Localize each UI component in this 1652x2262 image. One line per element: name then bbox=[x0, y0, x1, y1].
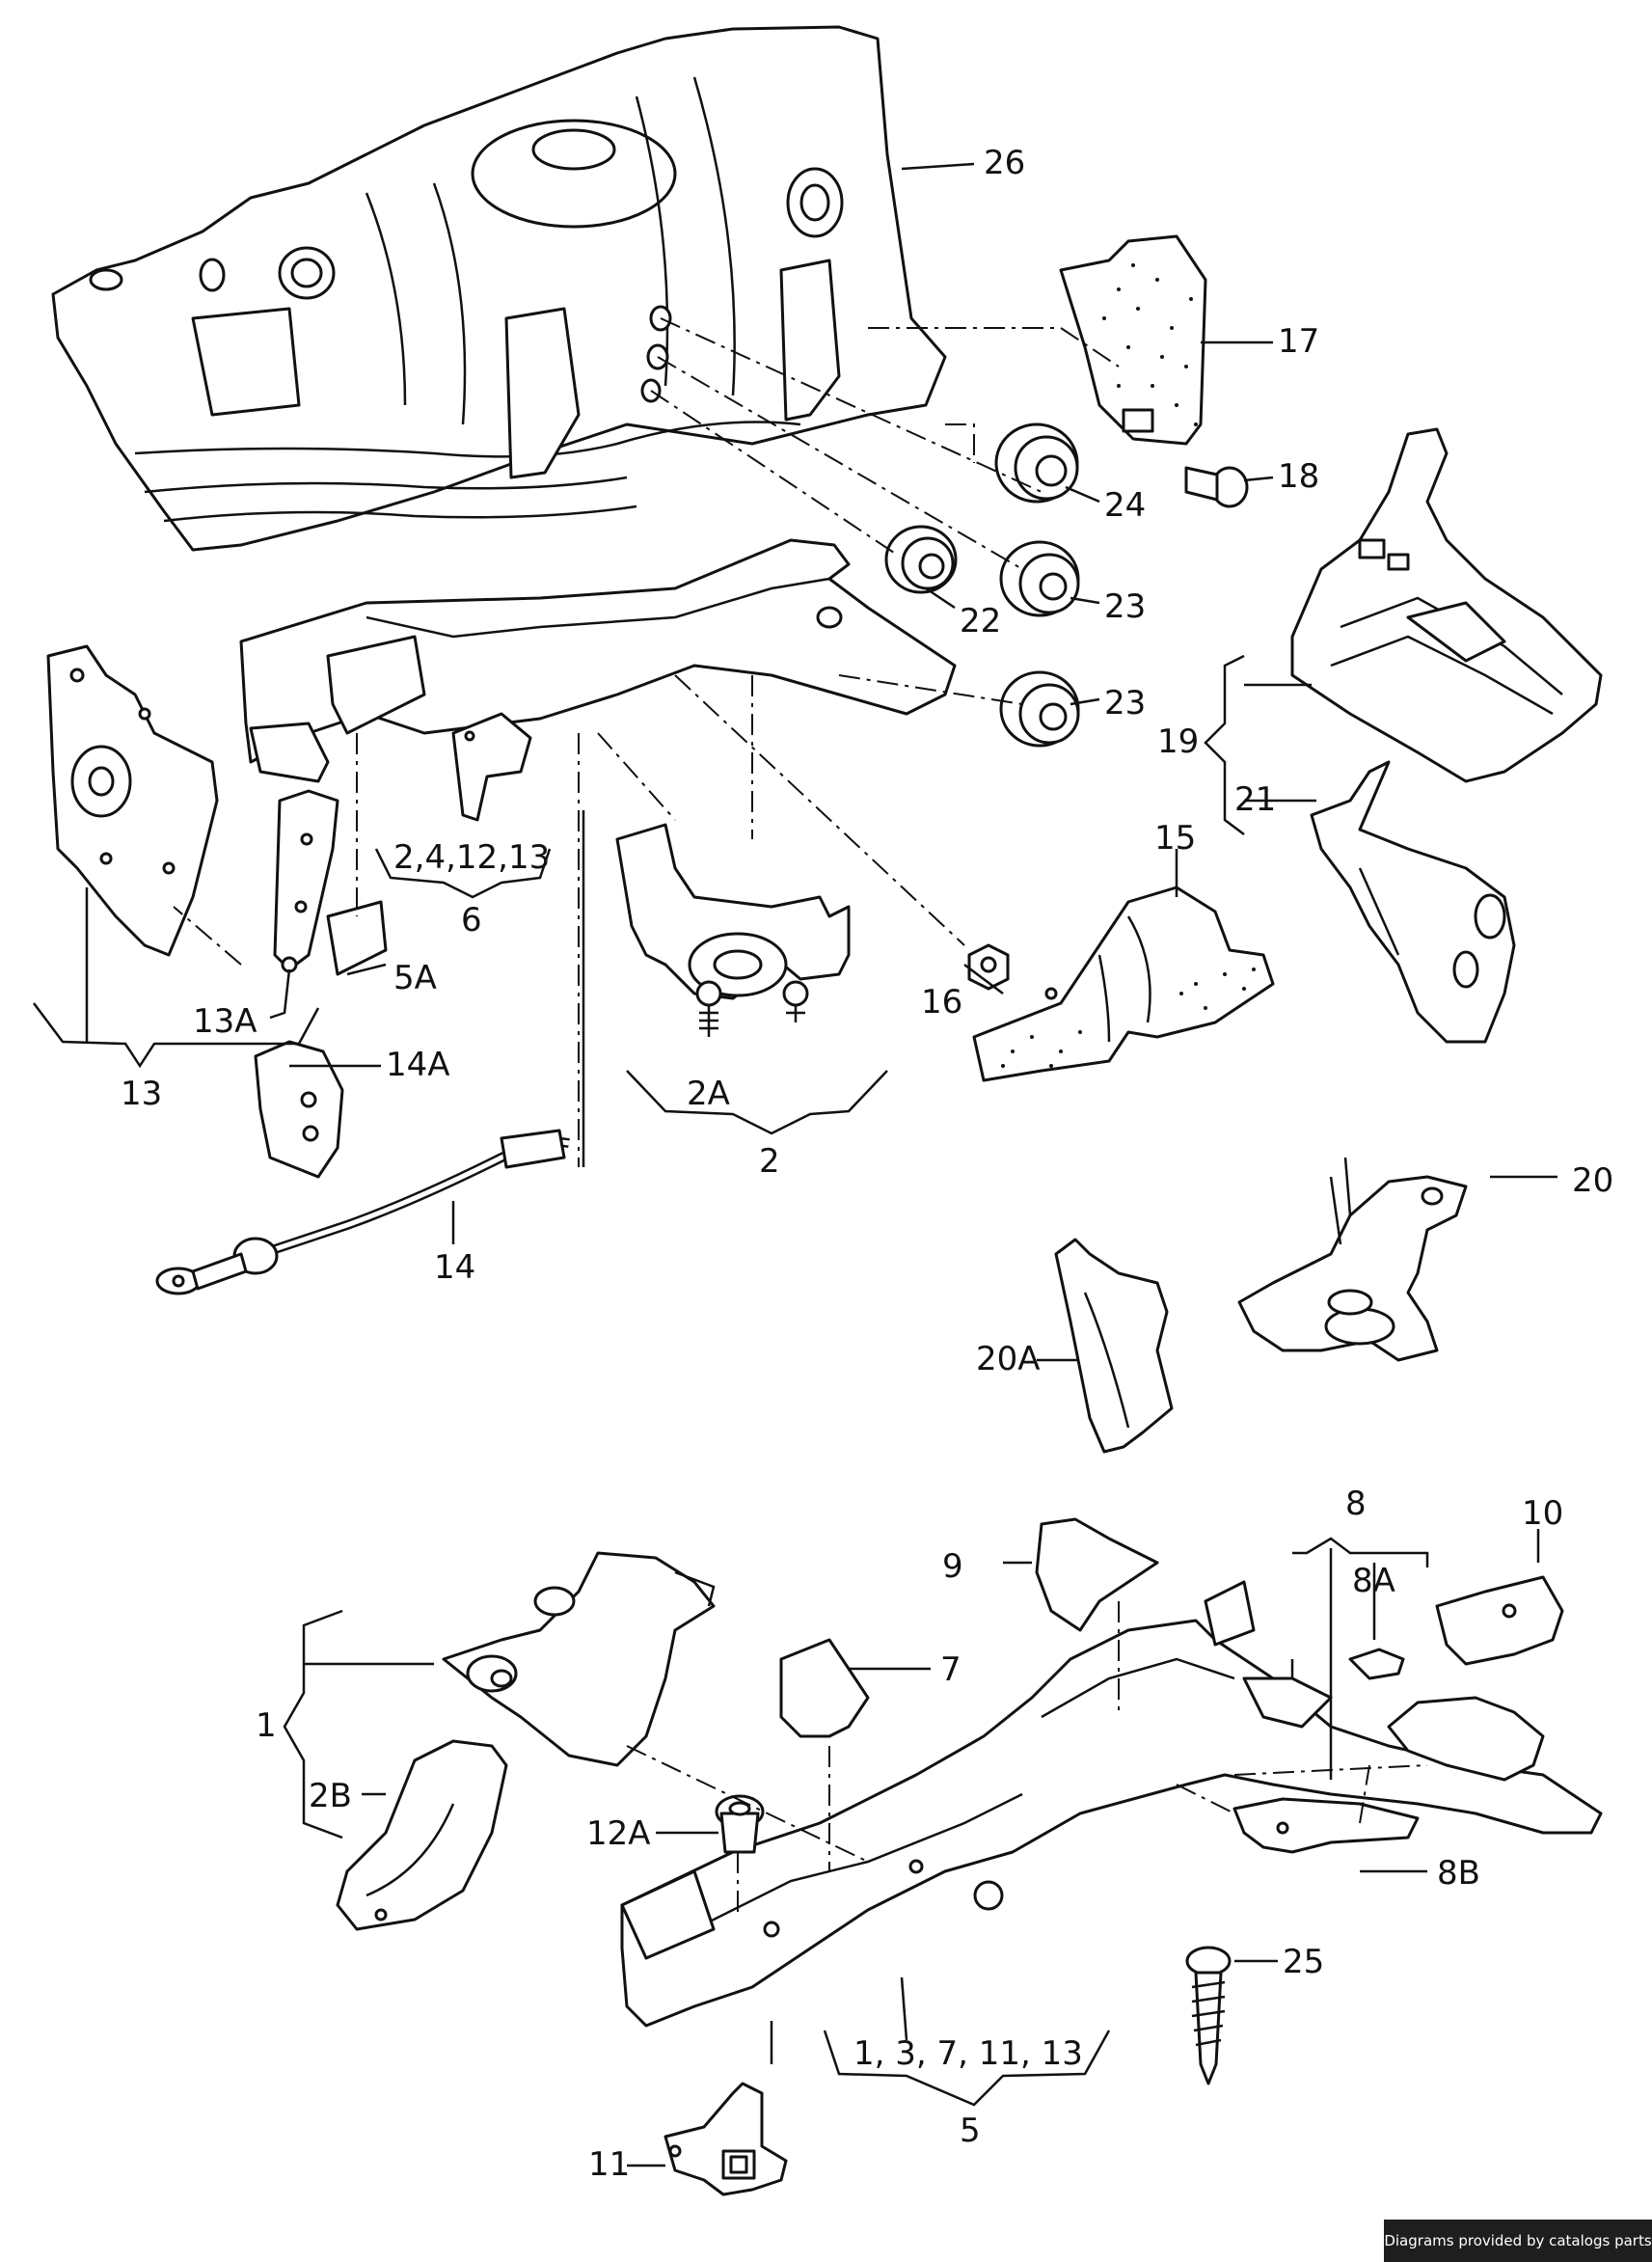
part-2B-bracket bbox=[336, 1739, 508, 1931]
label-22: 22 bbox=[960, 602, 1001, 640]
label-12A: 12A bbox=[586, 1814, 651, 1853]
label-16: 16 bbox=[921, 983, 962, 1022]
part-2-engine-mount bbox=[615, 823, 851, 1037]
label-9: 9 bbox=[942, 1547, 963, 1586]
part-23-grommet-upper bbox=[999, 540, 1080, 617]
label-5A: 5A bbox=[393, 959, 437, 997]
lower-longitudinal-member bbox=[620, 1580, 1603, 2028]
part-13-side-bracket bbox=[46, 644, 219, 957]
label-2B: 2B bbox=[309, 1777, 352, 1815]
part-25-screw bbox=[1185, 1946, 1232, 2085]
part-5A-clip bbox=[326, 900, 388, 976]
part-19-battery-tray bbox=[1290, 427, 1603, 783]
part-20-bracket bbox=[1237, 1157, 1468, 1362]
part-23-grommet-lower bbox=[999, 670, 1080, 748]
label-20: 20 bbox=[1572, 1161, 1613, 1200]
part-12A-bolt bbox=[715, 1794, 765, 1854]
part-21-bracket bbox=[1310, 760, 1516, 1044]
part-18-clip bbox=[1184, 466, 1249, 508]
label-8: 8 bbox=[1345, 1485, 1367, 1523]
label-2: 2 bbox=[759, 1142, 780, 1181]
part-15-heat-shield bbox=[972, 886, 1275, 1082]
leader-lines bbox=[85, 162, 1557, 2167]
part-6-bracket bbox=[451, 712, 532, 822]
label-2A: 2A bbox=[687, 1075, 730, 1113]
part-8B-bracket bbox=[1232, 1797, 1420, 1854]
part-11-bracket bbox=[664, 2082, 788, 2196]
part-13A-bracket bbox=[273, 789, 339, 973]
part-7-bracket bbox=[779, 1638, 870, 1738]
part-22-grommet bbox=[884, 525, 958, 594]
label-10: 10 bbox=[1522, 1494, 1563, 1533]
label-18: 18 bbox=[1278, 457, 1319, 496]
label-13A: 13A bbox=[193, 1002, 257, 1041]
label-26: 26 bbox=[984, 144, 1025, 182]
label-23-upper: 23 bbox=[1104, 587, 1146, 626]
label-19: 19 bbox=[1157, 722, 1199, 761]
part-24-grommet bbox=[994, 422, 1079, 504]
label-14A: 14A bbox=[386, 1046, 450, 1084]
label-8B: 8B bbox=[1437, 1854, 1480, 1893]
label-14: 14 bbox=[434, 1248, 475, 1287]
grouping-brackets bbox=[33, 654, 1429, 2107]
label-20A: 20A bbox=[976, 1340, 1041, 1378]
label-25: 25 bbox=[1283, 1943, 1324, 1981]
label-2-4-12-13: 2,4,12,13 bbox=[393, 838, 550, 877]
label-15: 15 bbox=[1154, 819, 1196, 858]
credit-badge: Diagrams provided by catalogs parts bbox=[1384, 2220, 1652, 2262]
label-1-3-7-11-13: 1, 3, 7, 11, 13 bbox=[853, 2034, 1083, 2073]
part-1-cross-bracket bbox=[442, 1551, 716, 1767]
label-8A: 8A bbox=[1352, 1562, 1395, 1600]
part-8-bracket bbox=[1387, 1696, 1545, 1782]
label-24: 24 bbox=[1104, 486, 1146, 525]
part-16-nut bbox=[967, 943, 1010, 991]
part-26-wheel-housing bbox=[51, 25, 947, 552]
label-11: 11 bbox=[588, 2145, 630, 2184]
part-8A-clip bbox=[1348, 1648, 1405, 1680]
label-6: 6 bbox=[461, 901, 482, 940]
part-14A-bracket bbox=[254, 1040, 344, 1179]
label-23-lower: 23 bbox=[1104, 684, 1146, 722]
part-17-insulation-pad bbox=[1059, 234, 1207, 446]
part-14-cable bbox=[155, 1129, 570, 1295]
label-21: 21 bbox=[1234, 780, 1276, 819]
upper-longitudinal-member bbox=[239, 538, 957, 783]
label-13: 13 bbox=[121, 1075, 162, 1113]
assembly-lines bbox=[173, 317, 1428, 1915]
callout-labels: 26 17 18 24 22 23 23 19 21 15 16 2,4,12,… bbox=[121, 144, 1613, 2184]
label-7: 7 bbox=[940, 1650, 961, 1689]
credit-text: Diagrams provided by catalogs parts bbox=[1384, 2232, 1652, 2249]
part-10-plate bbox=[1435, 1575, 1564, 1666]
label-5: 5 bbox=[960, 2112, 981, 2150]
part-20A-bracket bbox=[1054, 1238, 1174, 1454]
label-1: 1 bbox=[256, 1706, 277, 1745]
label-17: 17 bbox=[1278, 322, 1319, 361]
part-9-bracket bbox=[1035, 1517, 1159, 1632]
